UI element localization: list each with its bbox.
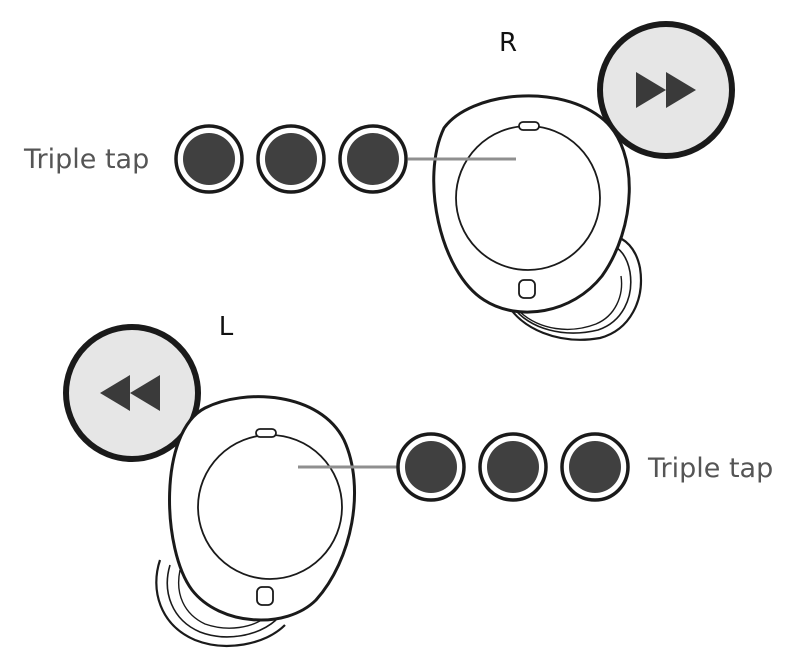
left-earbud-group: L bbox=[63, 312, 773, 647]
right-bottom-contact bbox=[518, 279, 536, 299]
right-mic-slot bbox=[518, 121, 540, 131]
left-action-label: Triple tap bbox=[647, 453, 773, 484]
tap-dot bbox=[560, 432, 630, 502]
right-tap-dots bbox=[174, 124, 408, 194]
right-side-label: R bbox=[499, 28, 517, 58]
fast-forward-icon bbox=[597, 21, 735, 159]
left-mic-slot bbox=[255, 428, 277, 438]
tap-dot bbox=[478, 432, 548, 502]
tap-dot bbox=[338, 124, 408, 194]
rewind-icon bbox=[63, 324, 201, 462]
left-bottom-contact bbox=[256, 586, 274, 606]
tap-dot bbox=[396, 432, 466, 502]
left-tap-dots bbox=[396, 432, 630, 502]
right-action-label: Triple tap bbox=[23, 144, 149, 175]
tap-dot bbox=[256, 124, 326, 194]
left-side-label: L bbox=[219, 312, 234, 342]
right-earbud-group: R bbox=[23, 21, 735, 341]
tap-dot bbox=[174, 124, 244, 194]
left-touch-surface[interactable] bbox=[197, 434, 343, 580]
right-touch-surface[interactable] bbox=[455, 125, 601, 271]
